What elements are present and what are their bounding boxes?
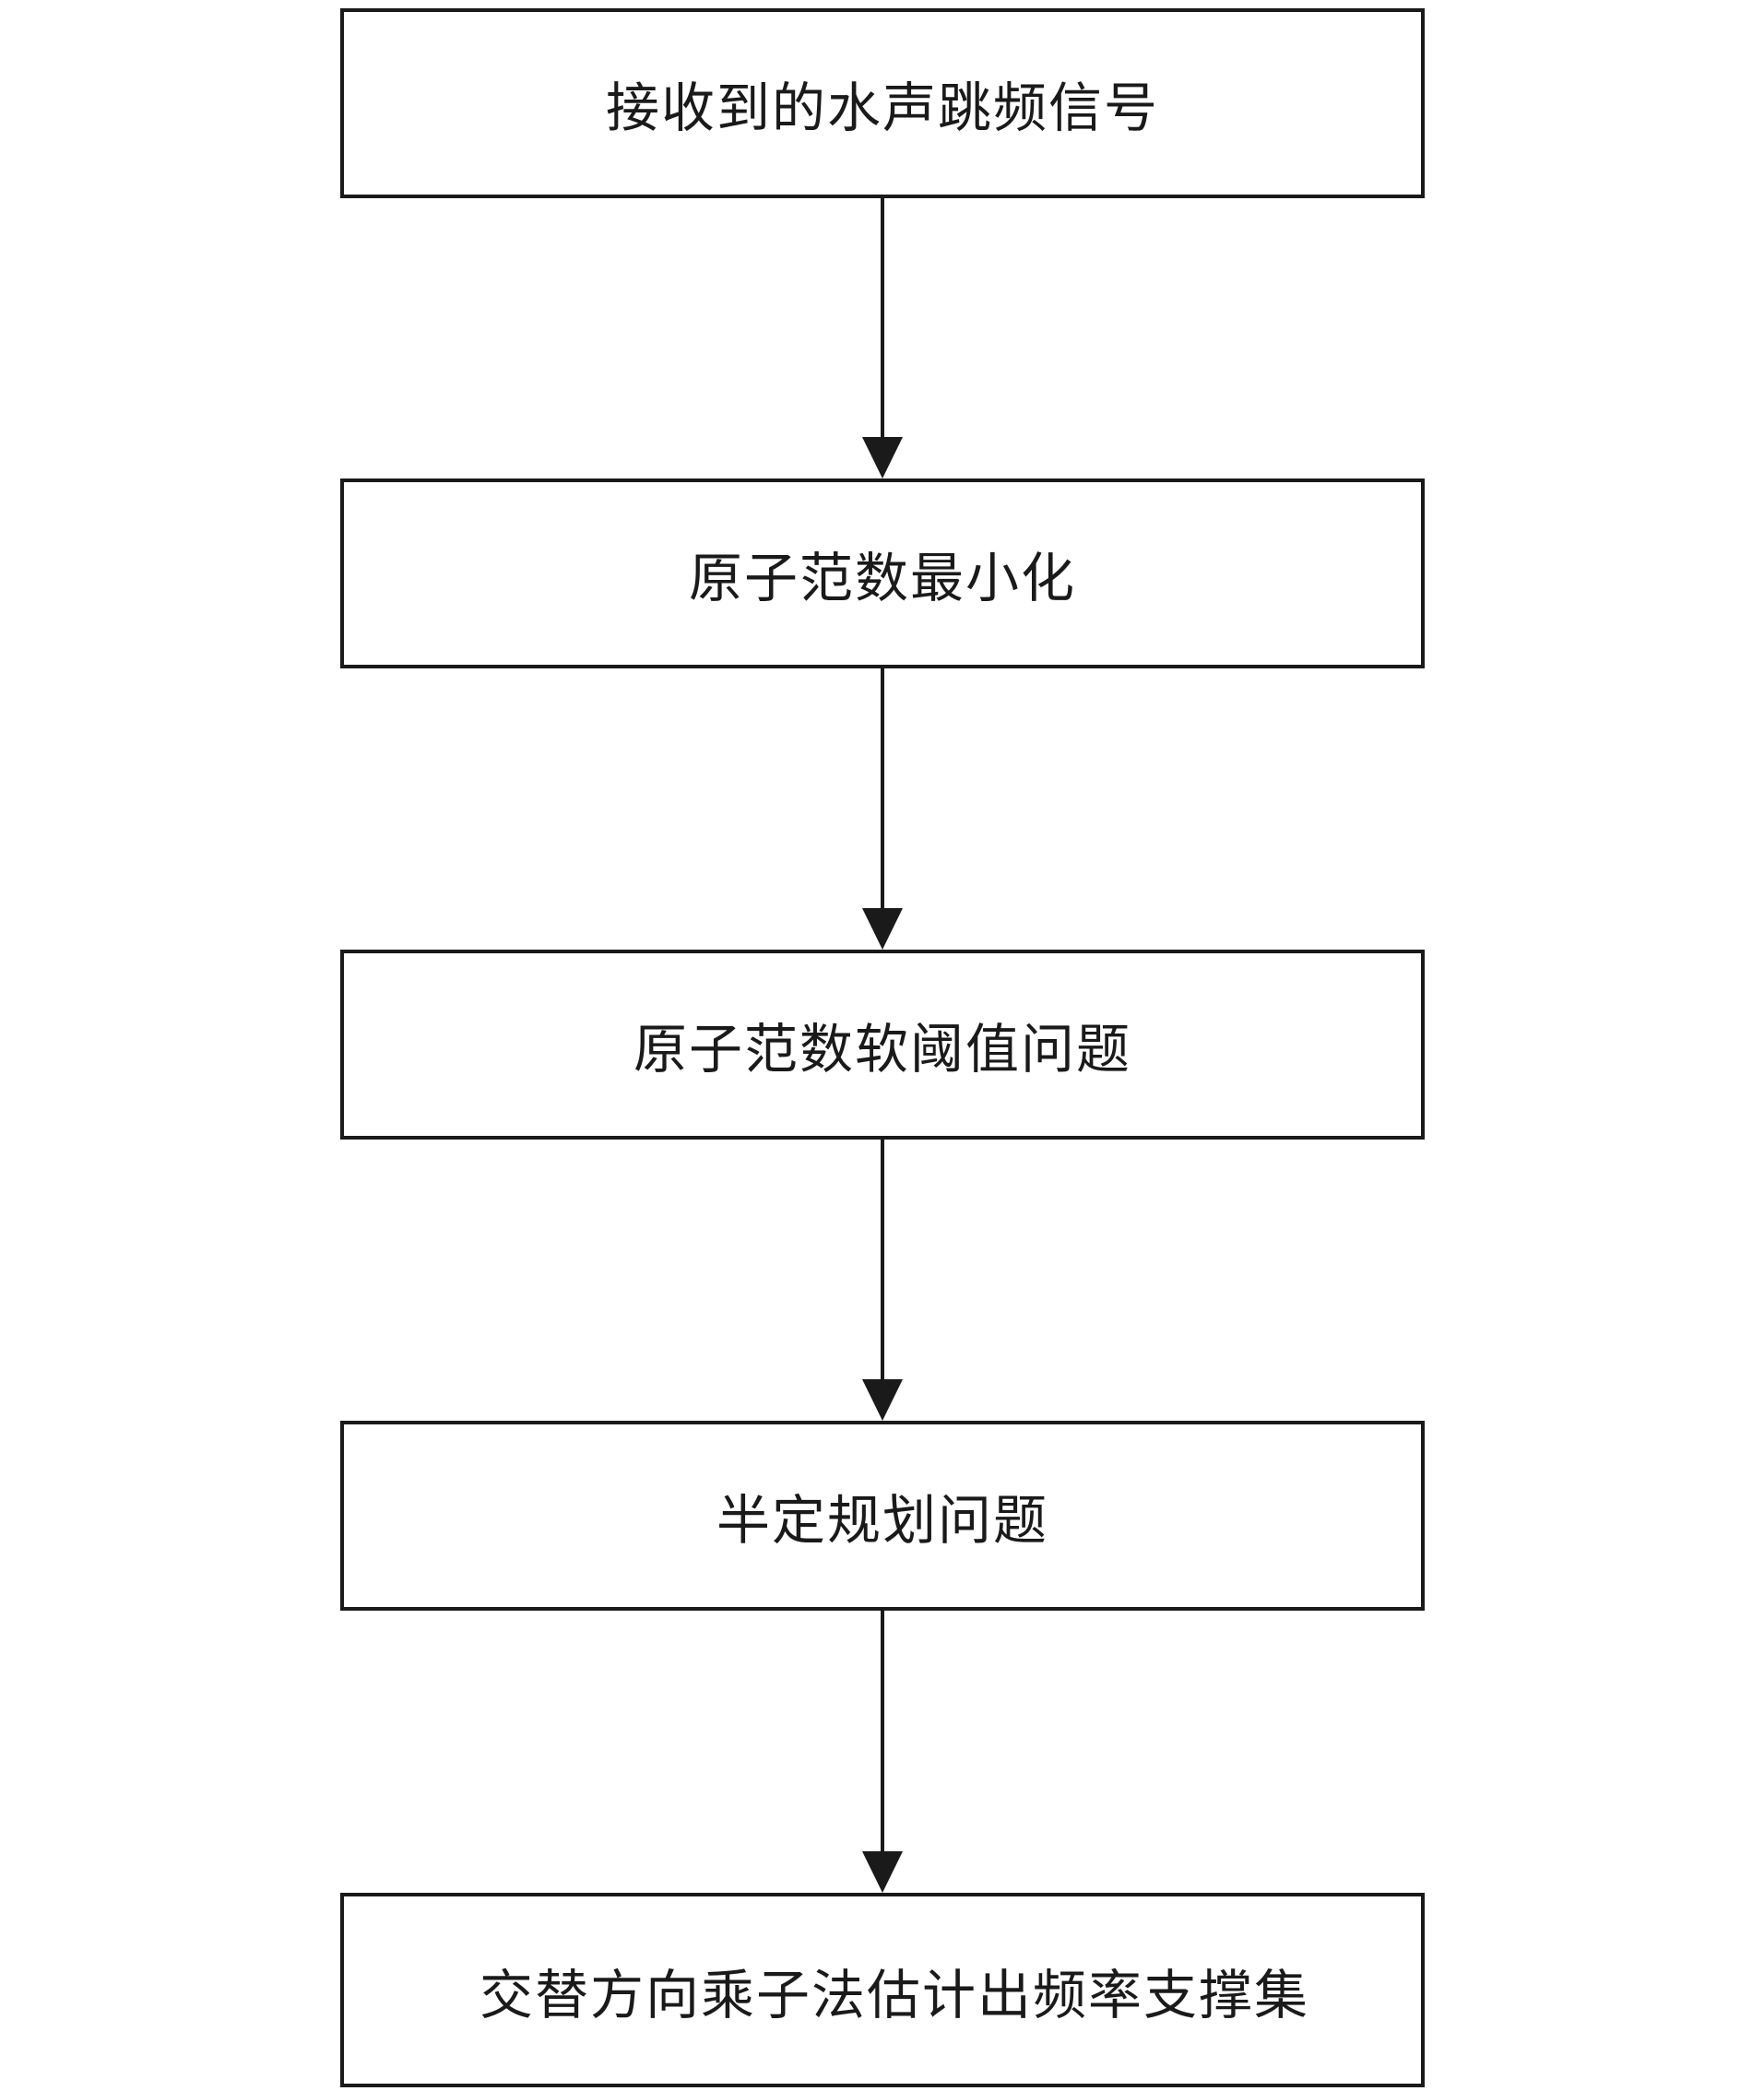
- step-label: 交替方向乘子法估计出频率支撑集: [479, 1963, 1309, 2026]
- step-soft-threshold-box: 原子范数软阈值问题: [340, 950, 1425, 1140]
- arrowhead-icon: [862, 908, 903, 950]
- step-label: 原子范数最小化: [688, 547, 1076, 609]
- step-sdp-problem-box: 半定规划问题: [340, 1421, 1425, 1611]
- step-atomic-norm-minimization-box: 原子范数最小化: [340, 478, 1425, 668]
- step-label: 原子范数软阈值问题: [633, 1018, 1131, 1081]
- step-received-signal-box: 接收到的水声跳频信号: [340, 8, 1425, 198]
- arrow-4-to-5: [862, 1611, 903, 1893]
- step-admm-estimation-box: 交替方向乘子法估计出频率支撑集: [340, 1893, 1425, 2087]
- arrow-1-to-2: [862, 198, 903, 478]
- step-label: 接收到的水声跳频信号: [605, 77, 1159, 139]
- arrow-2-to-3: [862, 668, 903, 950]
- arrowhead-icon: [862, 437, 903, 478]
- arrow-3-to-4: [862, 1140, 903, 1421]
- step-label: 半定规划问题: [716, 1489, 1048, 1552]
- arrowhead-icon: [862, 1851, 903, 1893]
- arrowhead-icon: [862, 1379, 903, 1421]
